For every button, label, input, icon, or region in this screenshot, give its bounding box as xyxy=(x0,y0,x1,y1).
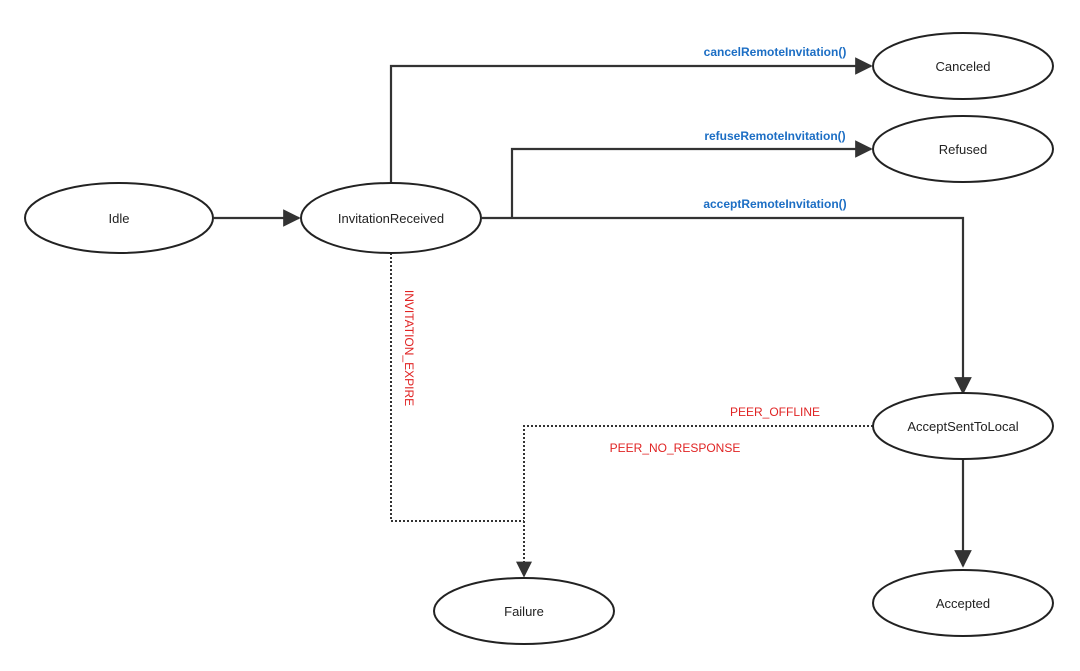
edge-to-accept-sent-to-local xyxy=(482,216,972,395)
label-cancel-remote-invitation: cancelRemoteInvitation() xyxy=(704,45,847,59)
node-failure-label: Failure xyxy=(504,604,544,619)
label-peer-offline: PEER_OFFLINE xyxy=(730,405,820,419)
label-accept-remote-invitation: acceptRemoteInvitation() xyxy=(703,197,846,211)
label-refuse-remote-invitation: refuseRemoteInvitation() xyxy=(704,129,845,143)
edge-to-canceled xyxy=(389,57,873,184)
node-failure: Failure xyxy=(433,577,615,645)
node-refused-label: Refused xyxy=(939,142,987,157)
node-canceled: Canceled xyxy=(872,32,1054,100)
node-invitation-received-label: InvitationReceived xyxy=(338,211,444,226)
node-invitation-received: InvitationReceived xyxy=(300,182,482,254)
node-accept-sent-to-local: AcceptSentToLocal xyxy=(872,392,1054,460)
node-canceled-label: Canceled xyxy=(936,59,991,74)
node-idle-label: Idle xyxy=(109,211,130,226)
edge-peer-failure xyxy=(516,425,873,578)
edge-to-refused xyxy=(510,140,873,218)
node-accepted: Accepted xyxy=(872,569,1054,637)
node-refused: Refused xyxy=(872,115,1054,183)
node-accepted-label: Accepted xyxy=(936,596,990,611)
edge-invitation-expire xyxy=(390,253,524,522)
node-accept-sent-to-local-label: AcceptSentToLocal xyxy=(907,419,1018,434)
label-peer-no-response: PEER_NO_RESPONSE xyxy=(610,441,741,455)
node-idle: Idle xyxy=(24,182,214,254)
label-invitation-expire: INVITATION_EXPIRE xyxy=(402,290,416,406)
